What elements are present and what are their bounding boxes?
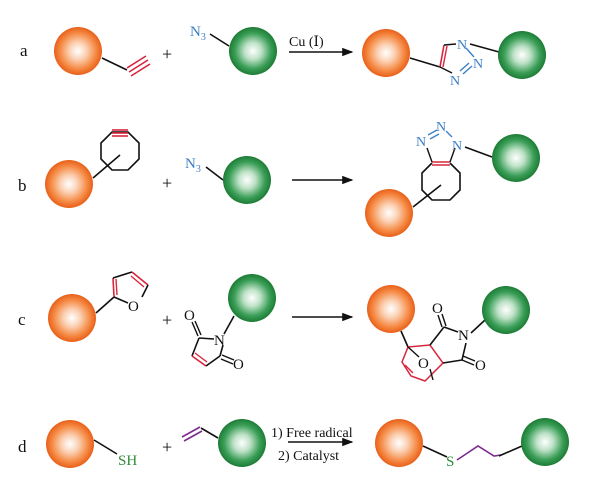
orange-sphere xyxy=(362,29,410,77)
linker-bond xyxy=(200,427,219,439)
thioether-chain xyxy=(456,445,502,461)
orange-sphere xyxy=(46,420,94,468)
green-sphere xyxy=(521,418,569,466)
green-sphere xyxy=(482,286,530,334)
svg-text:O: O xyxy=(418,356,429,372)
row-label-d: d xyxy=(18,437,27,456)
svg-text:O: O xyxy=(128,299,139,315)
svg-text:N: N xyxy=(457,38,467,53)
plus-sign: + xyxy=(162,173,172,193)
green-sphere xyxy=(229,27,277,75)
row-label-c: c xyxy=(18,310,26,329)
linker-bond xyxy=(464,146,493,158)
alkene-double-bond-icon xyxy=(181,426,203,442)
plus-sign: + xyxy=(162,310,172,330)
condition-label-2: 2) Catalyst xyxy=(278,449,339,464)
linker-bond xyxy=(95,296,115,314)
row-label-a: a xyxy=(20,41,28,60)
orange-sphere xyxy=(365,189,413,237)
thiol-label: SH xyxy=(118,453,137,469)
green-sphere xyxy=(228,274,276,322)
green-sphere xyxy=(492,134,540,182)
orange-sphere xyxy=(48,294,96,342)
sulfur-atom-label: S xyxy=(446,454,454,470)
row-label-b: b xyxy=(18,176,27,195)
cyclooctyne-ring-icon xyxy=(100,129,140,171)
oxanorbornene-adduct-icon: O O N O xyxy=(401,301,486,382)
svg-text:N: N xyxy=(436,120,446,135)
linker-bond xyxy=(498,445,523,457)
svg-text:O: O xyxy=(475,358,486,374)
linker-bond xyxy=(209,33,230,47)
plus-sign: + xyxy=(162,44,172,64)
fused-triazole-cyclooctene-icon: N N N xyxy=(416,120,462,201)
orange-sphere xyxy=(45,160,93,208)
linker-bond xyxy=(469,43,500,53)
furan-ring-icon: O xyxy=(112,271,149,315)
svg-text:N: N xyxy=(458,328,469,344)
linker-bond xyxy=(92,154,121,179)
linker-bond xyxy=(223,315,235,335)
green-sphere xyxy=(223,156,271,204)
linker-bond xyxy=(101,57,128,71)
condition-label-1: 1) Free radical xyxy=(271,426,353,441)
reaction-d: d SH + 1) Free radical 2) Catalyst S xyxy=(18,418,569,470)
linker-bond xyxy=(412,184,442,208)
green-sphere xyxy=(218,419,266,467)
linker-bond xyxy=(409,57,441,68)
reaction-a: a + N3 Cu (Ⅰ) N N N xyxy=(20,24,546,89)
linker-bond xyxy=(422,445,448,458)
maleimide-ring-icon: O N O xyxy=(184,308,244,373)
condition-label: Cu (Ⅰ) xyxy=(289,35,324,50)
svg-text:N: N xyxy=(416,135,426,150)
azide-label: N3 xyxy=(185,156,201,175)
green-sphere xyxy=(498,31,546,79)
svg-text:O: O xyxy=(233,357,244,373)
linker-bond xyxy=(400,330,409,348)
svg-text:O: O xyxy=(432,301,443,317)
linker-bond xyxy=(93,439,118,455)
svg-text:N: N xyxy=(214,333,225,349)
orange-sphere xyxy=(54,27,102,75)
reaction-b: b + N3 N N N xyxy=(18,120,540,237)
orange-sphere xyxy=(375,419,423,467)
plus-sign: + xyxy=(162,437,172,457)
alkyne-triple-bond-icon xyxy=(126,55,151,77)
reaction-c: c O + O N O xyxy=(18,271,530,382)
linker-bond xyxy=(470,319,486,334)
azide-label: N3 xyxy=(190,24,206,43)
orange-sphere xyxy=(367,285,415,333)
svg-text:O: O xyxy=(184,308,195,324)
linker-bond xyxy=(205,166,224,181)
svg-text:N: N xyxy=(473,57,483,72)
triazole-ring-icon: N N N xyxy=(439,38,483,89)
svg-text:N: N xyxy=(452,139,462,154)
svg-text:N: N xyxy=(450,74,460,89)
